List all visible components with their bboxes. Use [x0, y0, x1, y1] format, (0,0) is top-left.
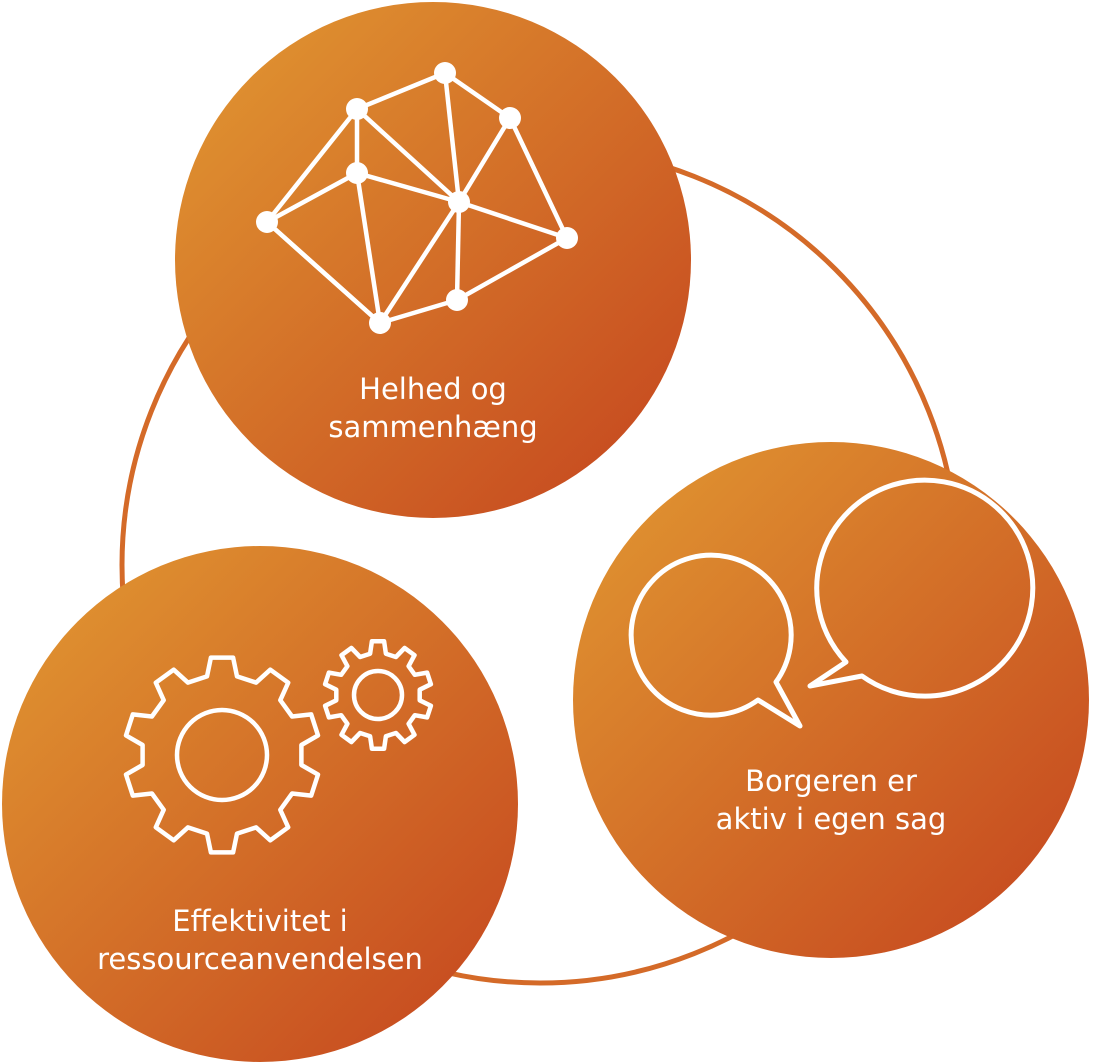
network-icon [256, 62, 578, 334]
node-circle [2, 546, 518, 1062]
gears-icon [123, 639, 434, 855]
node-helhed [175, 2, 691, 518]
label-line: Helhed og [359, 372, 507, 406]
label-line: Effektivitet i [172, 904, 348, 938]
label-line: aktiv i egen sag [715, 802, 947, 836]
node-borgeren [573, 442, 1089, 958]
label-line: ressourceanvendelsen [97, 942, 423, 976]
node-effektivitet [2, 546, 518, 1062]
label-line: Borgeren er [745, 764, 917, 798]
node-circle [573, 442, 1089, 958]
label-line: sammenhæng [328, 410, 538, 444]
node-label-effektivitet: Effektivitet i ressourceanvendelsen [80, 902, 440, 978]
node-label-helhed: Helhed og sammenhæng [253, 370, 613, 446]
speech-bubbles-icon [628, 477, 1036, 729]
node-label-borgeren: Borgeren er aktiv i egen sag [646, 762, 1016, 838]
node-circle [175, 2, 691, 518]
